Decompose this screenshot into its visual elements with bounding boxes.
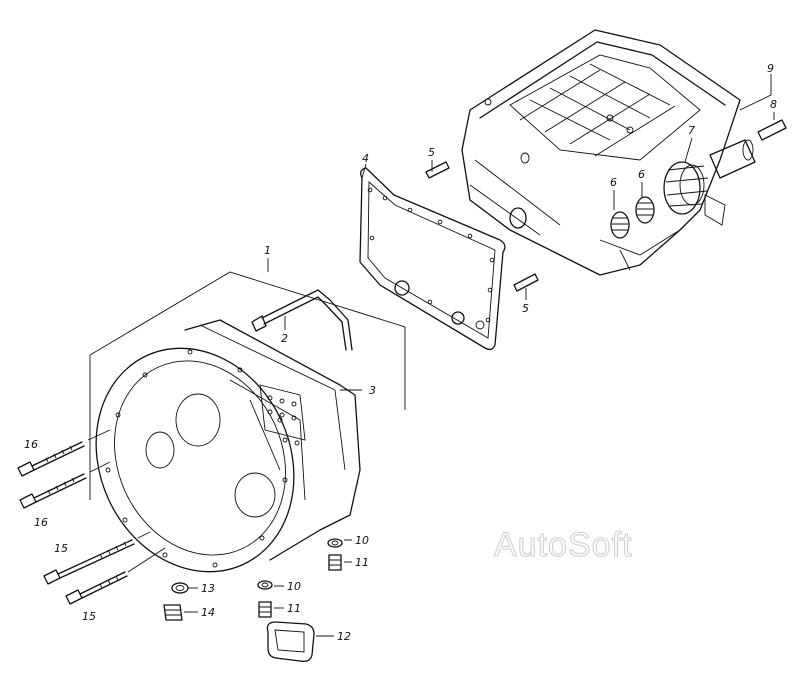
shaft-sleeve bbox=[709, 139, 756, 179]
watermark-logo: AutoSoft bbox=[494, 526, 632, 564]
callout-2: 2 bbox=[281, 332, 288, 345]
spur-gear bbox=[663, 161, 709, 215]
callout-15-lower: 15 bbox=[82, 610, 96, 623]
callout-15-upper: 15 bbox=[54, 542, 68, 555]
needle-bearing-right bbox=[635, 196, 655, 224]
sealing-washer-center bbox=[257, 580, 273, 590]
callout-16-lower: 16 bbox=[34, 516, 48, 529]
callout-10-right: 10 bbox=[355, 534, 369, 547]
callout-4: 4 bbox=[362, 152, 369, 165]
bolt-leader-lines bbox=[87, 429, 166, 573]
clutch-housing bbox=[95, 319, 361, 573]
gearbox-housing bbox=[461, 29, 741, 276]
callout-11-right: 11 bbox=[355, 556, 369, 569]
shaft-pin bbox=[757, 119, 787, 141]
callout-10-center: 10 bbox=[287, 580, 301, 593]
callout-9: 9 bbox=[767, 62, 774, 75]
callout-6-right: 6 bbox=[638, 168, 645, 181]
shift-plate bbox=[259, 384, 306, 446]
callout-5-lower: 5 bbox=[522, 302, 529, 315]
callout-8: 8 bbox=[770, 98, 777, 111]
callout-11-center: 11 bbox=[287, 602, 301, 615]
bolt-short-upper bbox=[17, 441, 85, 477]
gasket-bolt-holes bbox=[367, 187, 495, 323]
callout-3: 3 bbox=[369, 384, 376, 397]
callout-leaders bbox=[184, 74, 775, 637]
inspection-cover-gasket bbox=[266, 621, 315, 663]
breather-tube bbox=[251, 289, 353, 351]
drain-plug-center bbox=[258, 601, 272, 618]
callout-14: 14 bbox=[201, 606, 215, 619]
dowel-pin-lower bbox=[513, 273, 539, 292]
bolt-long-lower bbox=[65, 571, 128, 605]
callout-6-left: 6 bbox=[610, 176, 617, 189]
callout-1: 1 bbox=[264, 244, 271, 257]
bolt-long-upper bbox=[43, 539, 135, 585]
assembly-bracket bbox=[89, 271, 406, 500]
bolt-short-lower bbox=[19, 473, 87, 509]
housing-gasket bbox=[359, 167, 506, 351]
callout-5-upper: 5 bbox=[428, 146, 435, 159]
callout-13: 13 bbox=[201, 582, 215, 595]
callout-16-upper: 16 bbox=[24, 438, 38, 451]
callout-12: 12 bbox=[337, 630, 351, 643]
callout-7: 7 bbox=[688, 124, 695, 137]
flange-bolt-holes bbox=[105, 349, 288, 568]
dowel-pin-upper bbox=[425, 161, 450, 179]
callout-labels: 1 2 3 4 5 5 6 6 7 8 9 10 10 11 11 12 13 … bbox=[24, 62, 777, 643]
drain-plug-left bbox=[163, 604, 183, 621]
sealing-washer-left bbox=[171, 582, 189, 594]
drain-plug-right bbox=[328, 554, 342, 571]
sealing-washer-right bbox=[327, 538, 343, 548]
needle-bearing-left bbox=[610, 211, 630, 239]
